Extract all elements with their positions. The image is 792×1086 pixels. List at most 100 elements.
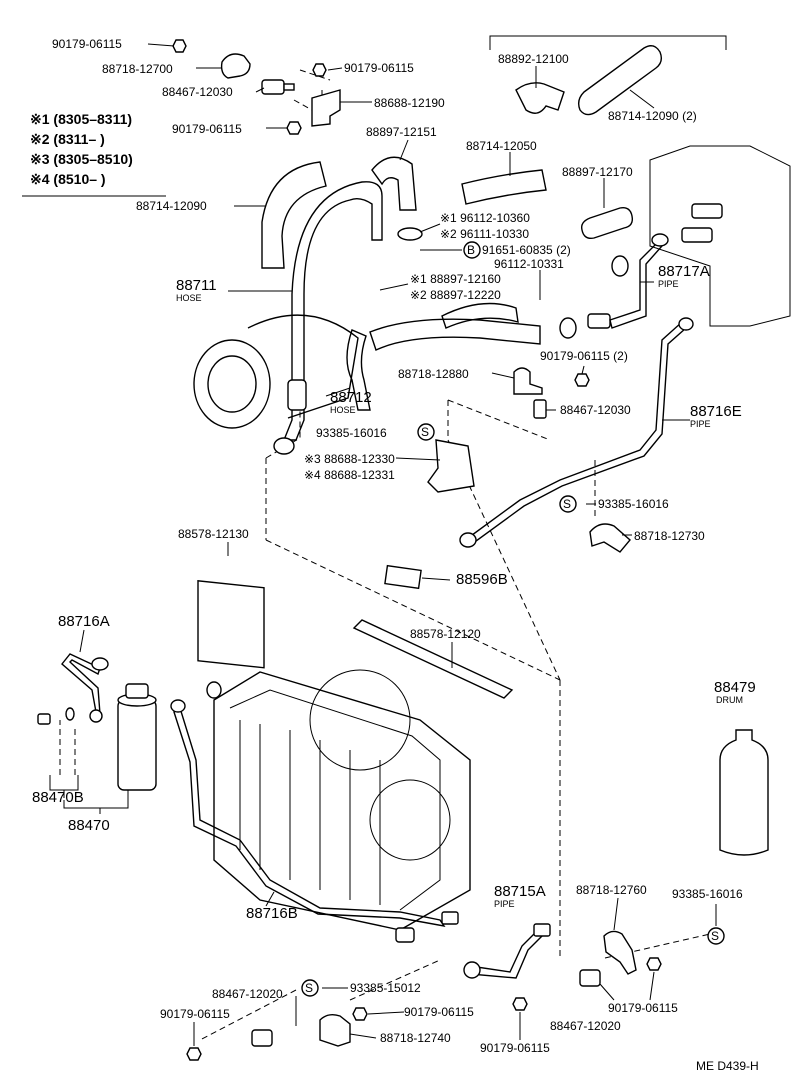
assembly-label: 88470	[68, 817, 110, 834]
part-label: ※1 96112-10360	[440, 211, 530, 225]
seal-88596B	[384, 564, 422, 590]
nut-icon	[186, 1047, 202, 1061]
part-label: 93385-16016	[598, 497, 669, 511]
part-label: 88578-12120	[410, 627, 481, 641]
note-1: ※1 (8305–8311)	[30, 111, 132, 127]
part-label: 90179-06115	[52, 37, 122, 51]
note-2: ※2 (8311– )	[30, 131, 105, 147]
nut-icon	[352, 1007, 368, 1021]
part-label: 88467-12030	[162, 85, 233, 99]
switch-icon	[579, 969, 601, 987]
part-label: 88714-12050	[466, 139, 537, 153]
part-label: 90179-06115	[608, 1001, 678, 1015]
part-label: 88718-12740	[380, 1031, 451, 1045]
part-label: ※4 88688-12331	[304, 468, 395, 482]
assembly-sublabel: HOSE	[176, 293, 202, 303]
assembly-label: 88717A	[658, 263, 710, 280]
part-label: 90179-06115 (2)	[540, 349, 628, 363]
hose-88714-12050	[461, 169, 547, 205]
part-label: ※1 88897-12160	[410, 272, 501, 286]
part-label: 88467-12030	[560, 403, 631, 417]
assembly-label: 88716E	[690, 403, 742, 420]
assembly-label: 88470B	[32, 789, 84, 806]
hose-88714-12090-2	[577, 45, 663, 116]
assembly-sublabel: HOSE	[330, 405, 356, 415]
part-label: 93385-16016	[672, 887, 743, 901]
marker-b: B	[467, 243, 475, 257]
part-label: 88467-12020	[550, 1019, 621, 1033]
markers: S S S S B	[301, 241, 725, 997]
assembly-label: 88716B	[246, 905, 298, 922]
hose-88897-12170	[580, 206, 634, 240]
assembly-label: 88712	[330, 389, 372, 406]
marker-s: S	[563, 497, 571, 511]
assembly-labels: 88711 HOSE 88712 HOSE 88717A PIPE 88716E…	[32, 263, 756, 922]
part-label: ※2 88897-12220	[410, 288, 501, 302]
part-label: 88892-12100	[498, 52, 569, 66]
part-label: 88718-12760	[576, 883, 647, 897]
clamp-88718-12740	[319, 1013, 351, 1047]
hose-88712	[346, 329, 371, 411]
fan-shroud	[309, 669, 411, 771]
clamp-88892	[515, 82, 565, 114]
condenser-assembly	[170, 580, 514, 943]
marker-s: S	[711, 929, 719, 943]
engine-block	[649, 145, 791, 327]
part-label: 88714-12090 (2)	[608, 109, 697, 123]
receiver-assembly	[37, 653, 769, 856]
assembly-sublabel: PIPE	[494, 899, 515, 909]
assembly-sublabel: DRUM	[716, 695, 743, 705]
part-label: ※2 96111-10330	[440, 227, 529, 241]
note-4: ※4 (8510– )	[30, 171, 106, 187]
clamp-88718-12760	[603, 930, 637, 975]
part-label: 93385-15012	[350, 981, 421, 995]
switch-icon	[533, 399, 547, 419]
condenser	[213, 671, 471, 931]
part-label: 88897-12151	[366, 125, 437, 139]
part-label: 91651-60835 (2)	[482, 243, 571, 257]
leader-lines	[79, 43, 717, 1046]
part-label: 96112-10331	[494, 257, 564, 271]
hose-88714-12090	[261, 161, 327, 269]
pad-88578-12130	[197, 580, 265, 669]
clamp-88718-12880	[513, 367, 543, 395]
part-label: 93385-16016	[316, 426, 387, 440]
elbow-88897-12151	[371, 156, 417, 211]
clamp-88718-12730	[589, 523, 631, 553]
seal-88578-12120	[352, 619, 514, 699]
bracket-88892	[489, 35, 727, 50]
pipe-88715A	[469, 926, 545, 979]
legend-notes: ※1 (8305–8311) ※2 (8311– ) ※3 (8305–8510…	[22, 111, 166, 197]
part-label: 90179-06115	[172, 122, 242, 136]
switch-icon	[261, 79, 285, 95]
assembly-label: 88716A	[58, 613, 110, 630]
part-label: ※3 88688-12330	[304, 452, 395, 466]
assembly-label: 88715A	[494, 883, 546, 900]
part-label: 90179-06115	[404, 1005, 474, 1019]
part-label: 88718-12700	[102, 62, 173, 76]
nut-icon	[574, 373, 590, 387]
part-label: 88688-12190	[374, 96, 445, 110]
part-label: 90179-06115	[344, 61, 414, 75]
bracket-icon	[311, 89, 341, 127]
part-label: 88718-12730	[634, 529, 705, 543]
nut-icon	[286, 121, 302, 135]
diagram-id: ME D439-H	[696, 1059, 759, 1073]
receiver-88470	[117, 699, 157, 791]
note-3: ※3 (8305–8510)	[30, 151, 133, 167]
lower-parts	[186, 923, 662, 1061]
upper-hoses	[193, 45, 791, 590]
assembly-sublabel: PIPE	[658, 279, 679, 289]
clamp-icon	[220, 53, 251, 79]
hose-88897-12160	[369, 318, 541, 351]
assembly-label: 88711	[176, 277, 217, 294]
part-label: 88897-12170	[562, 165, 633, 179]
hose-88711	[282, 181, 383, 441]
part-label: 88718-12880	[398, 367, 469, 381]
pipe-88717A	[609, 238, 663, 329]
nut-icon	[646, 957, 662, 971]
part-label: 88578-12130	[178, 527, 249, 541]
bracket-88688-12330	[427, 439, 475, 493]
drum-88479	[719, 729, 769, 856]
